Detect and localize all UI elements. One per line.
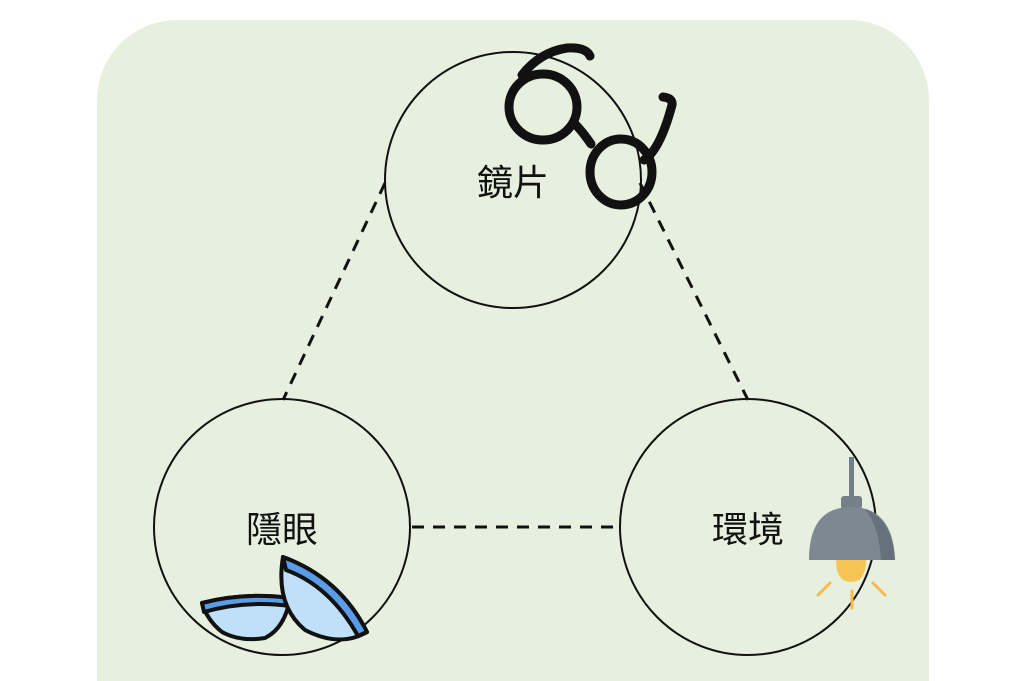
node-label-lens: 鏡片: [477, 163, 549, 204]
connector-lens-environment: [638, 182, 750, 401]
connector-lens-contact: [281, 182, 387, 401]
node-circle-contact: [153, 398, 411, 656]
node-label-contact: 隱眼: [246, 510, 318, 551]
node-label-environment: 環境: [712, 510, 784, 551]
node-circle-lens: [384, 51, 642, 309]
contact-lens-icon: [200, 555, 369, 642]
pendant-lamp-icon: [809, 457, 895, 610]
glasses-icon: [504, 43, 677, 210]
